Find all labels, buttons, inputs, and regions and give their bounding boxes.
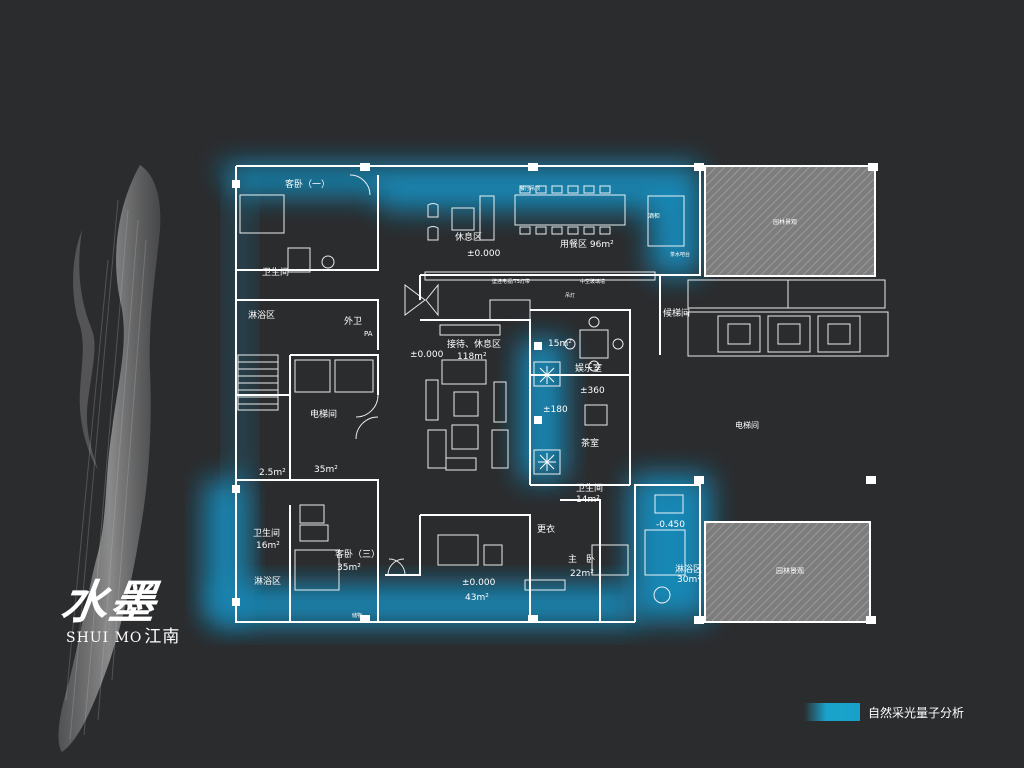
- label-elevator-hall: 电梯间: [310, 408, 337, 420]
- label-pa: PA: [364, 330, 373, 338]
- label-lower-level: ±0.000: [462, 578, 496, 588]
- label-reception-area: 118m²: [457, 352, 487, 362]
- garden-top: [704, 165, 876, 277]
- label-elevator-hall-right: 电梯间: [735, 420, 759, 430]
- label-tea-room: 茶室: [581, 437, 599, 449]
- label-shower-3-area: 30m²: [677, 575, 701, 585]
- skylight-icon: [538, 366, 556, 384]
- label-garden-top: 园林景观: [773, 218, 797, 226]
- label-garden-bottom: 园林景观: [776, 566, 804, 575]
- label-lower-area: 43m²: [465, 593, 489, 603]
- label-level-180: ±180: [543, 405, 568, 415]
- label-dining-level: ±0.000: [467, 249, 501, 259]
- skylight-icon: [538, 453, 556, 471]
- label-bathroom-3: 卫生间: [576, 482, 603, 494]
- label-leisure-area: 休息区: [455, 231, 482, 243]
- label-level-360: ±360: [580, 386, 605, 396]
- label-small-25: 2.5m²: [259, 468, 286, 478]
- label-bathroom-2-area: 16m²: [256, 541, 280, 551]
- label-tv: 壁挂电视/T5灯带: [492, 278, 530, 285]
- label-foyer: 外卫: [344, 315, 362, 327]
- label-note-top: 餐厅吊顶: [520, 185, 540, 192]
- label-bed-3-note: 储物: [352, 612, 362, 619]
- label-elevator-note: 中空玻璃墙: [580, 278, 605, 285]
- label-shower-3: 淋浴区: [675, 563, 702, 575]
- label-side-note: 茶水吧台: [670, 251, 690, 258]
- label-dining-area: 用餐区 96m²: [560, 238, 614, 250]
- label-area-15: 15m²: [548, 339, 572, 349]
- label-guest-bedroom-3: 客卧（三）: [335, 548, 380, 560]
- label-small-35: 35m²: [314, 465, 338, 475]
- label-reception: 接待、休息区: [447, 338, 501, 350]
- label-guest-bedroom-1: 客卧（一）: [285, 178, 330, 190]
- label-shower-1: 淋浴区: [248, 309, 275, 321]
- label-wine: 酒柜: [648, 212, 660, 220]
- label-note-2: 吊灯: [565, 292, 575, 299]
- label-master-area: 22m²: [570, 569, 594, 579]
- label-changing: 更衣: [537, 523, 555, 535]
- brand-logo-en: SHUI MO: [66, 630, 143, 646]
- ink-brush-stroke: [58, 165, 161, 752]
- garden-bottom: [704, 521, 871, 623]
- label-service-room: 候梯间: [663, 307, 690, 319]
- legend: 自然采光量子分析: [804, 703, 964, 721]
- label-level-450: -0.450: [656, 520, 685, 530]
- label-shower-2: 淋浴区: [254, 575, 281, 587]
- brand-logo-region: 江南: [144, 627, 181, 647]
- legend-label: 自然采光量子分析: [868, 705, 965, 720]
- legend-swatch: [804, 703, 860, 721]
- label-bathroom-2: 卫生间: [253, 527, 280, 539]
- label-entertainment: 娱乐室: [575, 362, 602, 374]
- label-reception-level: ±0.000: [410, 350, 444, 360]
- label-guest-bedroom-3-area: 35m²: [337, 563, 361, 573]
- label-bathroom-3-area: 14m²: [576, 495, 600, 505]
- label-master: 主 卧: [568, 553, 595, 565]
- label-bathroom-1: 卫生间: [262, 266, 289, 278]
